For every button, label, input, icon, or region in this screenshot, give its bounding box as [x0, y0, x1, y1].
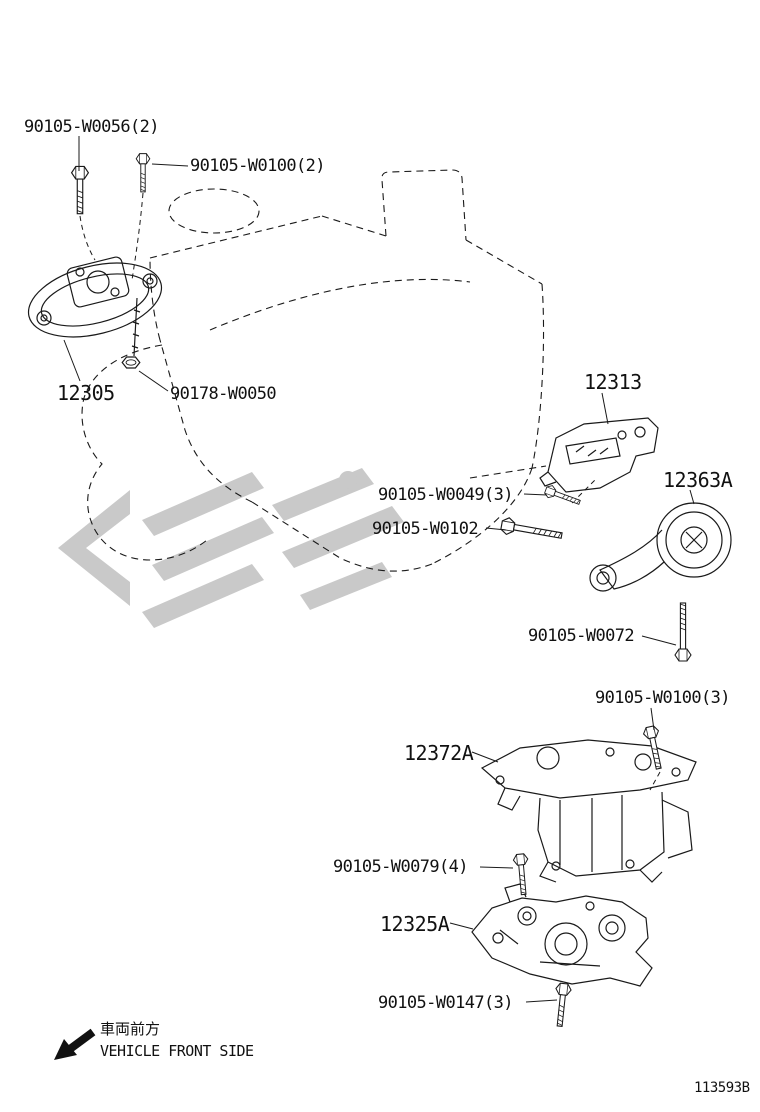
drawing-number: 113593B: [694, 1080, 750, 1096]
bolt-90105-w0079-icon: [512, 853, 532, 896]
vehicle-front-label-jp: 車両前方: [100, 1020, 161, 1038]
front-arrow-icon: [54, 1028, 96, 1060]
part-label-90105-w0100-3: 90105-W0100(3): [595, 688, 730, 708]
vehicle-front-label-en: VEHICLE FRONT SIDE: [100, 1042, 254, 1060]
bolt-90105-w0100a-icon: [135, 153, 151, 193]
part-label-90105-w0049: 90105-W0049(3): [378, 485, 513, 505]
part-label-90178-w0050: 90178-W0050: [170, 384, 277, 404]
engine-outline: [81, 169, 547, 572]
bolt-90105-w0102-icon: [499, 516, 564, 545]
bolt-90105-w0056-icon: [71, 165, 89, 215]
part-label-90105-w0079: 90105-W0079(4): [333, 857, 468, 877]
part-label-90105-w0102: 90105-W0102: [372, 519, 479, 539]
bracket-12372a-drawing: [480, 739, 697, 883]
insulator-12363a-drawing: [589, 502, 732, 592]
part-label-12363a: 12363A: [663, 468, 733, 492]
mount-12305-drawing: [27, 256, 163, 357]
nut-90178-w0050-icon: [121, 356, 141, 369]
part-label-90105-w0147: 90105-W0147(3): [378, 993, 513, 1013]
leader-lines: [63, 136, 695, 1003]
part-label-90105-w0100-2: 90105-W0100(2): [190, 156, 325, 176]
watermark: [58, 468, 404, 628]
part-label-90105-w0072: 90105-W0072: [528, 626, 635, 646]
bolt-90105-w0072-icon: [674, 602, 692, 662]
leader-lines-dashed: [79, 192, 661, 791]
mount-12325a-drawing: [471, 883, 653, 987]
bolt-90105-w0147-icon: [551, 982, 573, 1028]
part-label-12305: 12305: [57, 381, 115, 405]
part-label-12313: 12313: [584, 370, 642, 394]
part-label-12372a: 12372A: [404, 741, 474, 765]
part-label-12325a: 12325A: [380, 912, 450, 936]
bracket-12313-drawing: [539, 417, 659, 493]
part-label-90105-w0056: 90105-W0056(2): [24, 117, 159, 137]
bolt-90105-w0100b-icon: [641, 724, 667, 771]
